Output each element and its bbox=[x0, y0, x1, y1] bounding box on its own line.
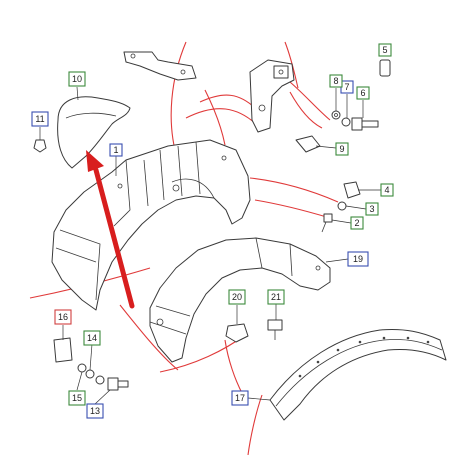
svg-text:21: 21 bbox=[271, 292, 281, 302]
callout-4: 4 bbox=[380, 183, 394, 197]
callout-3: 3 bbox=[365, 202, 379, 216]
svg-text:7: 7 bbox=[344, 82, 349, 92]
mounting-bracket-right bbox=[249, 59, 295, 133]
svg-text:3: 3 bbox=[369, 204, 374, 214]
svg-text:15: 15 bbox=[72, 393, 82, 403]
callout-17: 17 bbox=[231, 390, 249, 406]
callout-10: 10 bbox=[68, 71, 86, 87]
callout-20: 20 bbox=[228, 289, 246, 305]
svg-text:9: 9 bbox=[339, 144, 344, 154]
callout-19: 19 bbox=[347, 251, 369, 267]
callout-9: 9 bbox=[335, 142, 349, 156]
svg-text:19: 19 bbox=[353, 254, 363, 264]
svg-text:1: 1 bbox=[113, 145, 118, 155]
wheel-arch-liner-front bbox=[51, 139, 251, 311]
callout-14: 14 bbox=[83, 330, 101, 346]
svg-text:10: 10 bbox=[72, 74, 82, 84]
splash-guard-part-10 bbox=[57, 96, 131, 169]
callout-labels: 1 2 3 4 5 6 7 8 9 10 11 13 14 15 16 17 1… bbox=[31, 43, 394, 419]
svg-text:11: 11 bbox=[35, 114, 44, 124]
wheel-arch-flare bbox=[269, 329, 447, 421]
mounting-bracket-top bbox=[123, 51, 197, 81]
pointer-arrow bbox=[86, 150, 135, 309]
callout-2: 2 bbox=[350, 216, 364, 230]
callout-8: 8 bbox=[329, 74, 343, 88]
svg-text:8: 8 bbox=[333, 76, 338, 86]
svg-text:16: 16 bbox=[58, 312, 68, 322]
fastener-parts bbox=[33, 59, 391, 391]
callout-13: 13 bbox=[86, 403, 104, 419]
svg-text:4: 4 bbox=[384, 185, 389, 195]
svg-text:6: 6 bbox=[360, 88, 365, 98]
callout-15: 15 bbox=[68, 390, 86, 406]
svg-text:2: 2 bbox=[354, 218, 359, 228]
svg-text:17: 17 bbox=[235, 393, 245, 403]
svg-text:14: 14 bbox=[87, 333, 97, 343]
svg-text:20: 20 bbox=[232, 292, 242, 302]
callout-1: 1 bbox=[109, 143, 123, 157]
wheel-arch-liner-rear bbox=[149, 237, 331, 363]
callout-6: 6 bbox=[356, 86, 370, 100]
svg-text:13: 13 bbox=[90, 406, 100, 416]
callout-16: 16 bbox=[54, 309, 72, 325]
callout-5: 5 bbox=[378, 43, 392, 57]
svg-text:5: 5 bbox=[382, 45, 387, 55]
callout-21: 21 bbox=[267, 289, 285, 305]
callout-11: 11 bbox=[31, 111, 49, 127]
leader-lines bbox=[39, 86, 381, 405]
callout-7: 7 bbox=[340, 80, 354, 94]
